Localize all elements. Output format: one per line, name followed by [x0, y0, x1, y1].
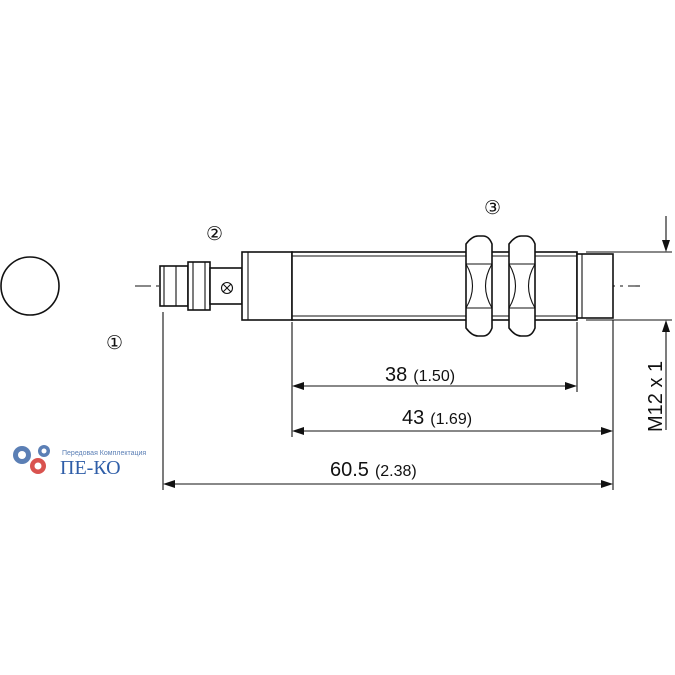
- svg-text:38(1.50): 38 (1.50): [385, 364, 455, 386]
- front-view-circle: [0, 256, 60, 316]
- hex-nut-2: [508, 235, 536, 337]
- peko-logo: Передовая Комплектация ПЕ-КО: [13, 445, 146, 479]
- gear-icon: [13, 445, 50, 474]
- hex-nut-1: [465, 235, 493, 337]
- dimension-38-inch: (1.50): [413, 368, 455, 385]
- led-indicator-icon: [220, 281, 234, 295]
- svg-text:43(1.69): 43 (1.69): [402, 407, 472, 429]
- connector-plug: [159, 261, 243, 311]
- sensing-face: [576, 253, 614, 319]
- thread-size-label: M12 x 1: [645, 361, 667, 432]
- callout-2: ②: [206, 224, 223, 245]
- rear-housing: [241, 251, 293, 321]
- dimension-38-value: 38: [385, 364, 407, 386]
- dimension-60-5-inch: (2.38): [375, 463, 417, 480]
- callout-3: ③: [484, 198, 501, 219]
- dimension-thread-diameter: M12 x 1: [645, 216, 670, 432]
- callout-1: ①: [106, 333, 123, 354]
- dimension-43-inch: (1.69): [430, 411, 472, 428]
- svg-text:60.5(2.38): 60.5 (2.38): [330, 459, 417, 481]
- dimension-43-value: 43: [402, 407, 424, 429]
- logo-name: ПЕ-КО: [60, 457, 121, 479]
- dimension-43: 43 (1.69): [292, 407, 613, 435]
- dimension-60-5: 60.5 (2.38): [163, 459, 613, 488]
- dimension-60-5-value: 60.5: [330, 459, 369, 481]
- logo-tagline: Передовая Комплектация: [62, 450, 146, 457]
- dimension-38: 38 (1.50): [292, 364, 577, 390]
